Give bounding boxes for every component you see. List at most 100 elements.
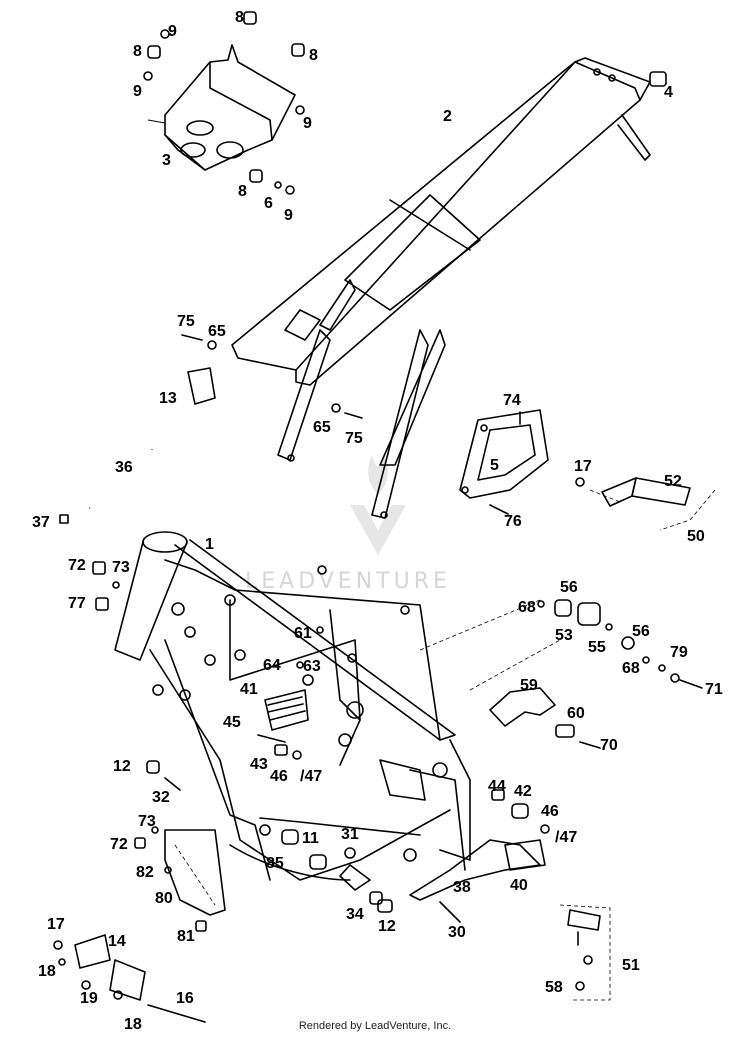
callout: 41: [240, 681, 258, 698]
rubber-mounts: [143, 11, 305, 195]
callout: 81: [177, 928, 195, 945]
callout: 42: [514, 783, 532, 800]
callout: /47: [300, 768, 322, 785]
callout: 19: [80, 990, 98, 1007]
bracket-14: [53, 934, 206, 1023]
callout: 17: [574, 458, 592, 475]
watermark-text: LEADVENTURE: [245, 569, 451, 594]
callout: 61: [294, 625, 312, 642]
callout: 18: [124, 1016, 142, 1033]
callout: 2: [443, 108, 452, 125]
callout: 9: [168, 23, 177, 40]
callout: 31: [341, 826, 359, 843]
callout: 14: [108, 933, 126, 950]
bolt-75-upper: [181, 334, 217, 350]
callout: 46: [270, 768, 288, 785]
callout: 9: [284, 207, 293, 224]
bolt-75-lower: [331, 403, 363, 419]
callout: 70: [600, 737, 618, 754]
footpeg-50: [575, 477, 716, 531]
callout: 8: [238, 183, 247, 200]
callout: 79: [670, 644, 688, 661]
callout: 34: [346, 906, 364, 923]
callout: 40: [510, 877, 528, 894]
callout: 51: [622, 957, 640, 974]
callout: 6: [264, 195, 273, 212]
subframe-part: [231, 57, 651, 519]
clamp-4: [649, 71, 667, 87]
watermark: LEADVENTURE: [245, 455, 451, 594]
callout: 30: [448, 924, 466, 941]
bumper-13: [187, 367, 216, 405]
callout: 38: [453, 879, 471, 896]
fasteners-left: [92, 561, 207, 932]
callout: 45: [223, 714, 241, 731]
callout: 80: [155, 890, 173, 907]
spacers: [281, 829, 393, 913]
callout: 71: [705, 681, 723, 698]
callout: 53: [555, 627, 573, 644]
callout: 18: [38, 963, 56, 980]
main-frame-part: [114, 531, 471, 891]
callout: 50: [687, 528, 705, 545]
callout: 9: [133, 83, 142, 100]
hose-36: [59, 449, 154, 524]
callout: 55: [588, 639, 606, 656]
callout: 17: [47, 916, 65, 933]
callout: 58: [545, 979, 563, 996]
callout: 85: [266, 855, 284, 872]
callout: 72: [68, 557, 86, 574]
callout: 68: [518, 599, 536, 616]
callout-labels: 8 9 8 8 9 9 3 8 6 9 2 4 75 65 13 65 75 7…: [32, 9, 723, 1033]
callout: 60: [567, 705, 585, 722]
callout: 8: [309, 47, 318, 64]
callout: 65: [313, 419, 331, 436]
callout: /47: [555, 829, 577, 846]
callout: 1: [205, 536, 214, 553]
callout: 37: [32, 514, 50, 531]
callout: 4: [664, 84, 673, 101]
callout: 46: [541, 803, 559, 820]
callout: 75: [177, 313, 195, 330]
brake-pedal-40: [409, 789, 550, 923]
bracket-5: [459, 409, 549, 515]
callout: 44: [488, 778, 506, 795]
callout: 56: [632, 623, 650, 640]
callout: 77: [68, 595, 86, 612]
callout: 52: [664, 473, 682, 490]
chain-guard-80: [164, 829, 226, 916]
callout: 8: [235, 9, 244, 26]
callout: 12: [378, 918, 396, 935]
callout: 59: [520, 677, 538, 694]
callout: 63: [303, 658, 321, 675]
callout: 3: [162, 152, 171, 169]
callout: 11: [302, 830, 319, 847]
callout: 32: [152, 789, 170, 806]
engine-guard-part: [147, 44, 296, 171]
callout: 56: [560, 579, 578, 596]
callout: 82: [136, 864, 154, 881]
callout: 16: [176, 990, 194, 1007]
swingarm-pivot-parts: [419, 599, 703, 691]
callout: 9: [303, 115, 312, 132]
passenger-peg-51: [559, 904, 611, 1001]
callout: 43: [250, 756, 268, 773]
callout: 75: [345, 430, 363, 447]
callout: 76: [504, 513, 522, 530]
callout: 74: [503, 392, 521, 409]
callout: 8: [133, 43, 142, 60]
callout: 13: [159, 390, 177, 407]
callout: 73: [138, 813, 156, 830]
callout: 68: [622, 660, 640, 677]
footrest-41: [257, 626, 324, 760]
callout: 65: [208, 323, 226, 340]
callout: 73: [112, 559, 130, 576]
callout: 36: [115, 459, 133, 476]
credit-text: Rendered by LeadVenture, Inc.: [298, 1020, 452, 1032]
callout: 12: [113, 758, 131, 775]
callout: 72: [110, 836, 128, 853]
chain-slider-59: [489, 687, 601, 749]
callout: 64: [263, 657, 281, 674]
callout: 5: [490, 457, 499, 474]
